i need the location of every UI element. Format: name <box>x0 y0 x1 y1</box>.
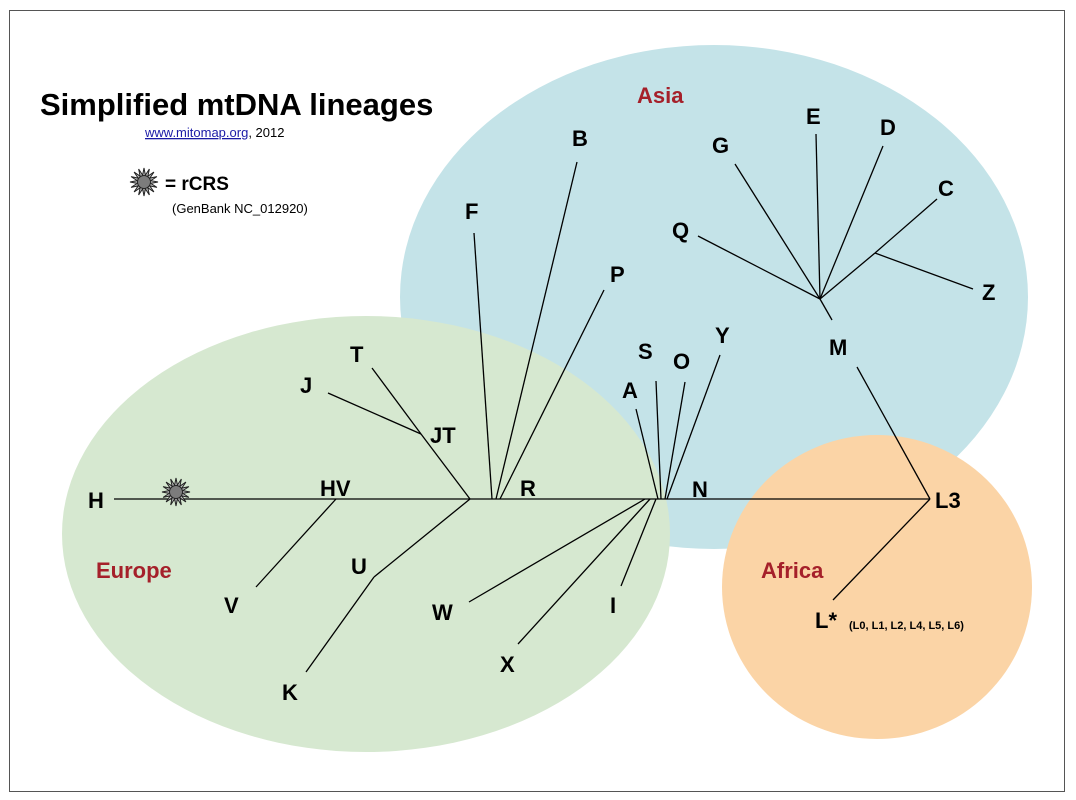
branch-z <box>874 252 974 290</box>
label-u: U <box>351 554 367 579</box>
legend: = rCRS (GenBank NC_012920) <box>129 167 308 216</box>
label-f: F <box>465 199 478 224</box>
source-year: , 2012 <box>248 125 284 140</box>
branch-t <box>371 367 422 435</box>
label-b: B <box>572 126 588 151</box>
label-i: I <box>610 593 616 618</box>
label-x: X <box>500 652 515 677</box>
label-s: S <box>638 339 653 364</box>
branch-hv-v <box>255 498 337 588</box>
label-m: M <box>829 335 847 360</box>
label-w: W <box>432 600 453 625</box>
rcrs-star-icon <box>161 477 191 507</box>
label-y: Y <box>715 323 730 348</box>
region-label-asia: Asia <box>637 83 684 108</box>
label-d: D <box>880 115 896 140</box>
branch-f <box>473 232 493 500</box>
source-line: www.mitomap.org, 2012 <box>144 125 284 140</box>
branch-m-stem <box>819 298 833 321</box>
branch-e <box>815 133 821 300</box>
label-q: Q <box>672 218 689 243</box>
label-c: C <box>938 176 954 201</box>
label-l-star: L* <box>815 608 837 633</box>
branch-o <box>664 381 686 500</box>
source-link[interactable]: www.mitomap.org <box>144 125 248 140</box>
region-label-africa: Africa <box>761 558 824 583</box>
branch-p <box>499 289 605 500</box>
haplogroup-labels: H HV V J T JT U K F B P R W X I A S O Y … <box>88 104 995 705</box>
label-j: J <box>300 373 312 398</box>
branch-l3-lstar <box>832 498 931 601</box>
branch-w <box>468 498 646 603</box>
branch-u <box>373 498 471 578</box>
label-t: T <box>350 342 364 367</box>
branch-q <box>697 235 821 300</box>
legend-note: (GenBank NC_012920) <box>172 201 308 216</box>
label-z: Z <box>982 280 995 305</box>
branch-s <box>655 380 662 500</box>
diagram-title: Simplified mtDNA lineages <box>40 87 433 122</box>
branch-i <box>620 498 657 587</box>
label-v: V <box>224 593 239 618</box>
branch-b <box>495 161 578 500</box>
region-label-europe: Europe <box>96 558 172 583</box>
label-n: N <box>692 477 708 502</box>
branch-x <box>517 498 651 645</box>
label-k: K <box>282 680 298 705</box>
branch-c <box>874 198 938 254</box>
branch-l3-m <box>856 366 931 500</box>
branch-k <box>305 576 375 673</box>
figure-border <box>9 10 1065 792</box>
tree-branches <box>114 133 974 673</box>
legend-star-icon <box>129 167 159 197</box>
branch-a <box>635 408 659 500</box>
branch-jt <box>420 433 471 500</box>
africa-region <box>722 435 1032 739</box>
branch-d <box>819 145 884 300</box>
branch-cz <box>819 252 876 300</box>
legend-label: = rCRS <box>165 174 229 195</box>
label-g: G <box>712 133 729 158</box>
label-jt: JT <box>430 423 456 448</box>
label-hv: HV <box>320 476 351 501</box>
label-r: R <box>520 476 536 501</box>
label-l3: L3 <box>935 488 961 513</box>
branch-y <box>666 354 721 500</box>
label-e: E <box>806 104 821 129</box>
label-p: P <box>610 262 625 287</box>
label-l-star-note: (L0, L1, L2, L4, L5, L6) <box>849 620 964 632</box>
europe-region <box>62 316 670 752</box>
label-a: A <box>622 378 638 403</box>
label-o: O <box>673 349 690 374</box>
branch-g <box>734 163 821 300</box>
label-h: H <box>88 488 104 513</box>
branch-j <box>327 392 422 435</box>
